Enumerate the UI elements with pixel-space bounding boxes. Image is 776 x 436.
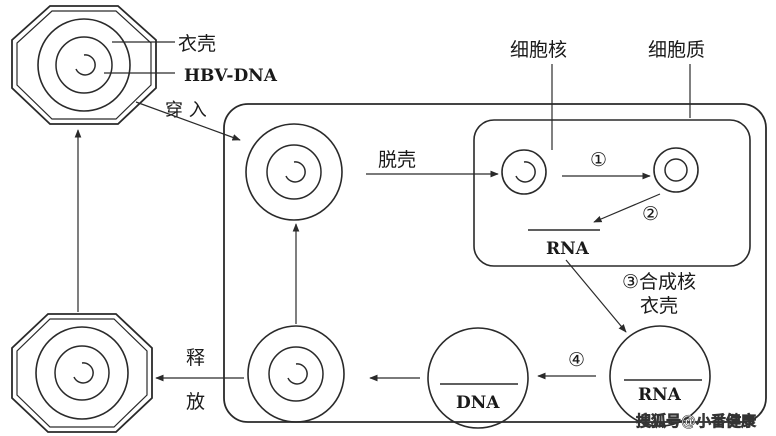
hbv-dna-label: HBV-DNA [184,66,278,86]
penetrate-label: 穿 入 [165,100,207,121]
release-label-2: 放 [186,391,205,413]
nucleus-box [473,119,751,267]
virion-top [11,5,157,125]
cell-membrane [223,103,767,423]
step3-label: ③合成核 [622,271,696,293]
uncoat-virion [245,123,343,221]
nucleus-label: 细胞核 [510,39,567,61]
dna-circle-label: DNA [456,393,500,413]
step1-label: ① [590,149,607,171]
watermark-text: 搜狐号@小番健康 [636,412,757,430]
cytoplasm-label: 细胞质 [648,39,705,61]
mature-virion [247,325,345,423]
step4-label: ④ [568,349,585,371]
uncoat-label: 脱壳 [378,149,416,171]
step3-arrow [565,259,627,333]
rna-capsid [609,325,711,427]
capsid-label: 衣壳 [178,33,216,55]
nucleus-cccdna-right [653,147,699,193]
rna-circle-label: RNA [638,385,682,405]
dna-capsid [427,327,529,429]
penetrate-arrow [135,101,241,141]
virion-released [11,313,153,433]
release-label-1: 释 [186,347,205,369]
nucleus-dna-left [501,149,547,195]
nucleus-rna-label: RNA [546,239,590,259]
step2-label: ② [642,203,659,225]
step3-label-line2: 衣壳 [640,295,678,317]
step2-arrow [593,193,661,223]
